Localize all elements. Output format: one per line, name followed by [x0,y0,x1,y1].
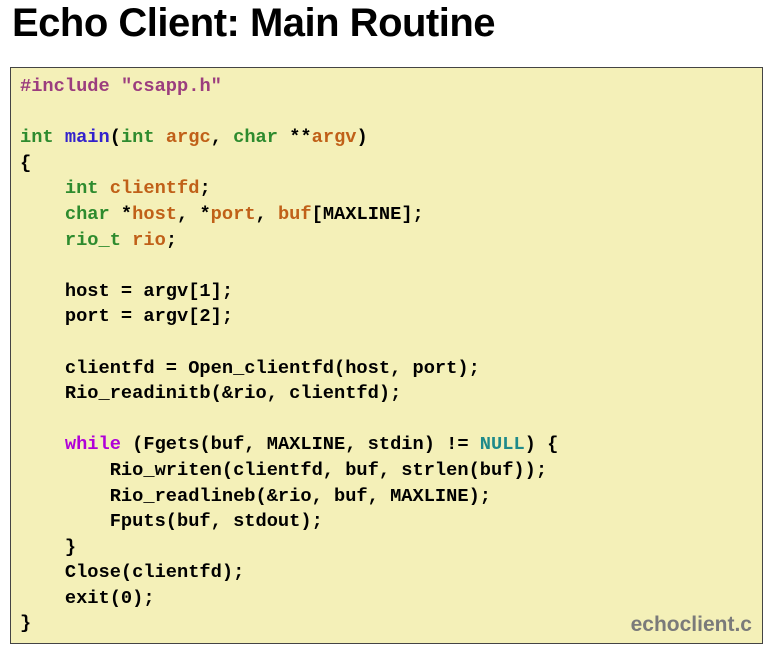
code-token: [MAXLINE]; [311,202,424,225]
code-token: rio_t [64,228,121,251]
code-token: Rio_readlineb(&rio, buf, MAXLINE); [20,484,492,507]
code-line: host = argv[1]; [20,279,558,305]
code-token [99,177,110,199]
code-token: , * [177,202,211,225]
code-token: } [20,535,77,558]
code-token: #include [20,75,121,97]
code-token [20,433,65,455]
code-line: Rio_writen(clientfd, buf, strlen(buf)); [20,458,558,484]
code-token: argc [165,126,211,149]
code-token: argv [311,126,357,149]
code-token: port [210,202,256,225]
code-token [20,177,65,199]
code-line: Rio_readinitb(&rio, clientfd); [20,381,558,407]
code-line [20,253,558,279]
code-token: int [20,126,54,149]
code-token [54,126,65,148]
code-token: main [64,126,110,149]
code-line: char *host, *port, buf[MAXLINE]; [20,202,558,228]
code-token: ; [199,177,211,200]
code-token: NULL [479,433,525,456]
code-token: char [233,126,278,149]
code-token: Rio_writen(clientfd, buf, strlen(buf)); [20,458,548,481]
code-token: int [120,126,155,149]
code-line: { [20,151,558,177]
code-token [155,126,166,148]
code-token: char [64,202,110,225]
code-token: rio [132,228,166,251]
code-line [20,330,558,356]
code-token [121,229,132,251]
code-token: { [20,151,32,174]
code-token: Fputs(buf, stdout); [20,510,323,533]
code-token: ; [165,228,178,251]
code-line: int clientfd; [20,176,558,202]
code-token: * [109,202,133,225]
slide-title: Echo Client: Main Routine [12,1,496,45]
filename-label: echoclient.c [630,613,752,636]
code-token: ) { [524,433,559,456]
code-line: } [20,611,558,637]
code-token [20,229,65,251]
code-token: exit(0); [20,586,155,609]
code-line: rio_t rio; [20,228,558,254]
code-line: Fputs(buf, stdout); [20,509,558,535]
code-line [20,407,558,433]
code-line: Close(clientfd); [20,560,558,586]
code-token: , [255,202,278,225]
code-listing-box: #include "csapp.h"int main(int argc, cha… [10,67,763,644]
code-line: #include "csapp.h" [20,74,558,100]
code-line: port = argv[2]; [20,304,558,330]
code-token: port = argv[2]; [20,305,234,328]
code-token: Rio_readinitb(&rio, clientfd); [20,382,402,405]
code-token: host [132,202,178,225]
code-token: host = argv[1]; [20,279,234,302]
code-line [20,100,558,126]
code-token: , [210,126,234,149]
code-line: while (Fgets(buf, MAXLINE, stdin) != NUL… [20,432,558,458]
code-line: clientfd = Open_clientfd(host, port); [20,356,558,382]
code-token: "csapp.h" [120,75,222,97]
code-token: ) [356,126,368,149]
code-token: clientfd = Open_clientfd(host, port); [20,356,480,379]
code-token: (Fgets(buf, MAXLINE, stdin) != [120,433,480,456]
code-line: int main(int argc, char **argv) [20,125,558,151]
code-line: } [20,535,558,561]
code-listing: #include "csapp.h"int main(int argc, cha… [20,74,558,637]
code-token: buf [277,202,312,225]
code-token: } [20,612,32,635]
code-token: int [64,177,99,200]
code-token: while [64,433,121,456]
code-token: clientfd [109,177,200,200]
code-line: exit(0); [20,586,558,612]
code-token: ** [277,126,312,149]
code-token: Close(clientfd); [20,561,245,584]
code-token [20,203,65,225]
code-token: ( [109,126,121,149]
code-line: Rio_readlineb(&rio, buf, MAXLINE); [20,484,558,510]
